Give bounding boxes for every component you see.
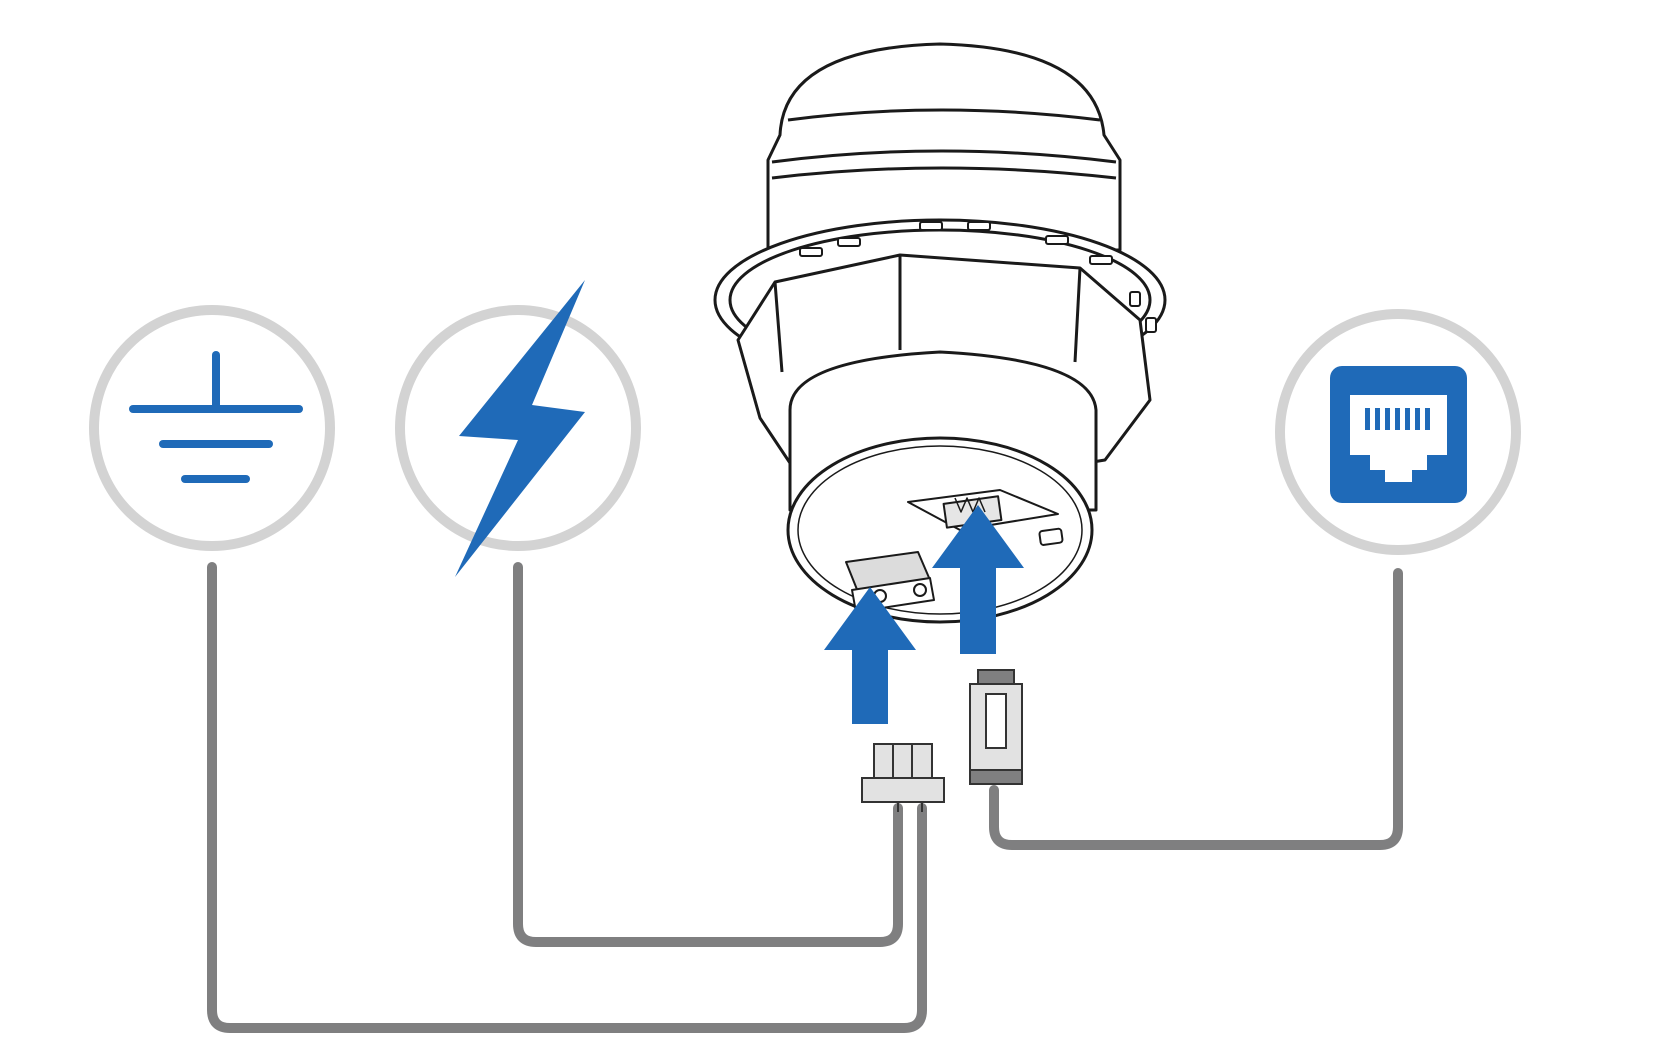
ethernet-port xyxy=(907,489,1064,546)
ethernet-insert-arrow xyxy=(932,505,1024,654)
lightning-bolt-icon xyxy=(455,280,585,577)
ground-cable xyxy=(207,562,927,1033)
power-cable xyxy=(513,562,903,947)
ethernet-badge xyxy=(1275,309,1521,555)
flange-vents xyxy=(799,221,1157,333)
power-insert-arrow xyxy=(824,587,916,724)
insert-arrows xyxy=(824,505,1024,724)
ground-symbol-icon xyxy=(129,351,303,483)
power-badge xyxy=(395,280,641,577)
power-plug-connector xyxy=(861,743,945,812)
device-body xyxy=(713,42,1167,624)
ground-circle xyxy=(89,305,335,551)
rj45-port-icon xyxy=(1330,366,1467,503)
ground-badge xyxy=(89,305,335,551)
device-top-cap xyxy=(766,42,1122,252)
cables xyxy=(207,562,1403,1033)
rj45-plug-connector xyxy=(969,669,1023,785)
ethernet-cable xyxy=(989,568,1403,850)
